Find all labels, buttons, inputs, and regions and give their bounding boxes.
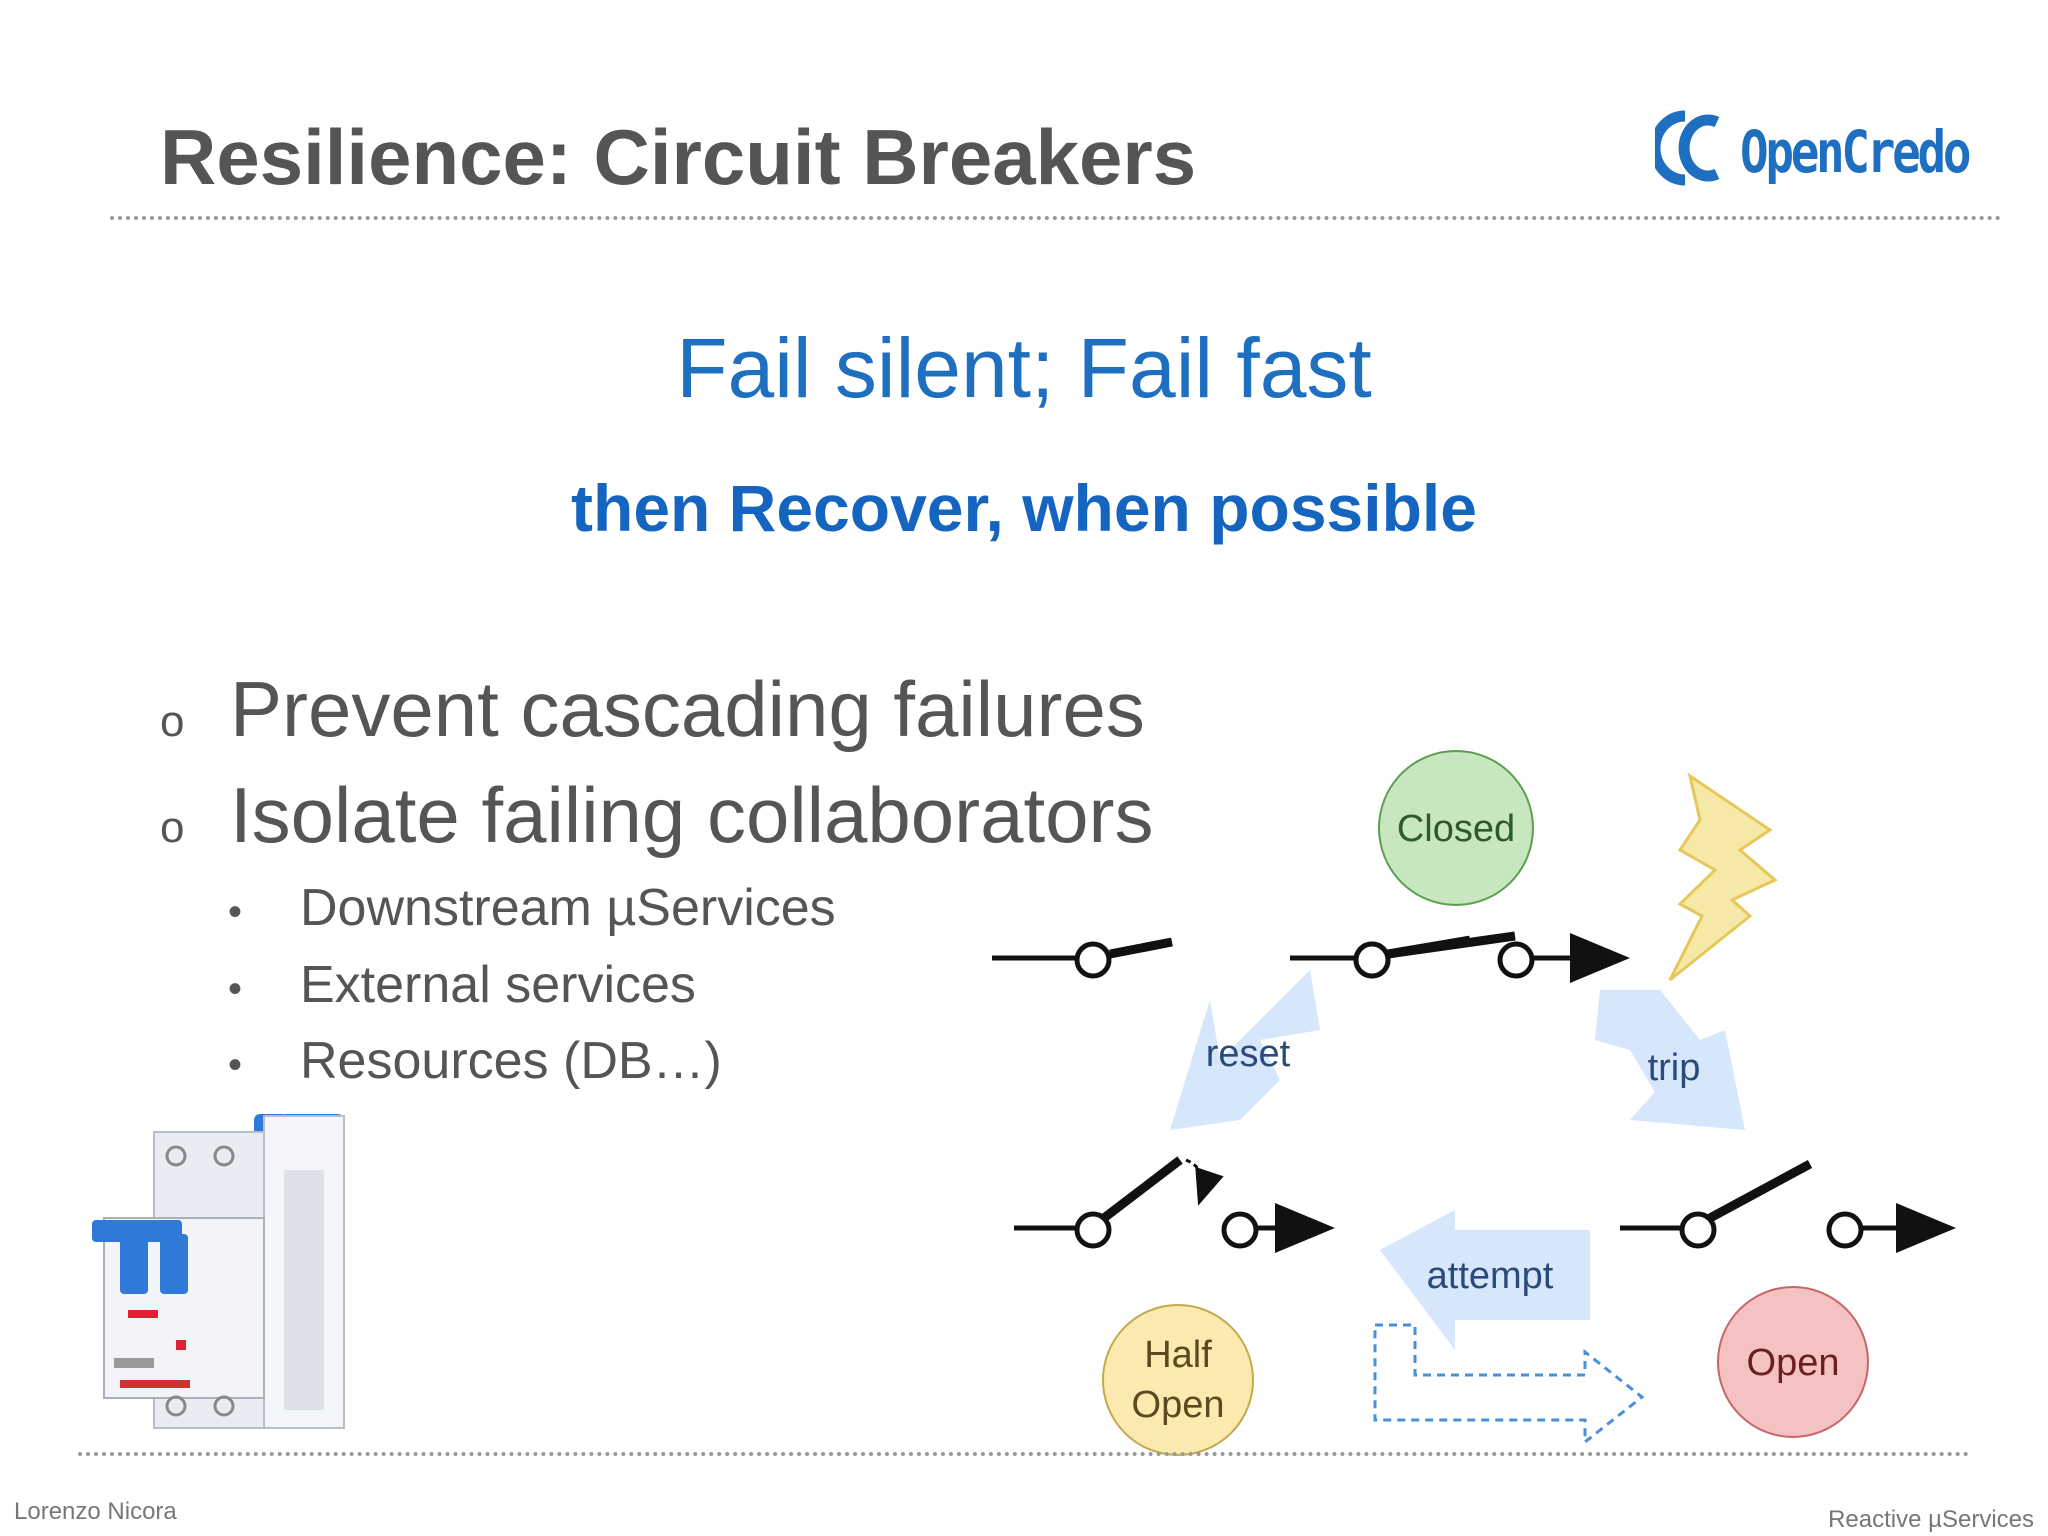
reset-arrow <box>1170 970 1320 1130</box>
open-switch-icon <box>1620 1160 1956 1253</box>
attempt-arrow <box>1380 1210 1590 1350</box>
top-switch-icon <box>1292 931 1630 983</box>
lightning-bolt-icon <box>1668 772 1778 982</box>
subheadline: then Recover, when possible <box>571 471 1477 545</box>
state-diagram: Closed Half Open Open reset trip attempt <box>980 740 1956 1456</box>
reset-label: reset <box>1206 1033 1291 1075</box>
sub-bullet-text: Downstream µServices <box>300 879 836 937</box>
slide-title: Resilience: Circuit Breakers <box>160 113 1197 201</box>
bullet-text: Prevent cascading failures <box>230 665 1145 753</box>
opencredo-logo-icon <box>1655 110 1720 186</box>
sub-bullet-item: • Downstream µServices <box>228 878 836 938</box>
circuit-breaker-image <box>92 1113 345 1429</box>
footer-divider <box>78 1452 1970 1456</box>
state-half-label: Half <box>1144 1334 1212 1376</box>
state-closed: Closed <box>1378 750 1534 906</box>
bullet-marker: • <box>228 890 243 934</box>
sub-bullet-item: • Resources (DB…) <box>228 1031 722 1091</box>
trip-arrow <box>980 740 1320 1012</box>
trip-arrow <box>1595 990 1745 1130</box>
header-divider <box>110 216 2002 220</box>
state-open: Open <box>1717 1286 1869 1438</box>
state-open-label: Open <box>1747 1342 1840 1384</box>
closed-switch-icon <box>992 937 1173 979</box>
headline: Fail silent; Fail fast <box>676 321 1372 415</box>
attempt-return-arrow <box>1373 1323 1645 1446</box>
sub-bullet-text: External services <box>300 956 696 1014</box>
bullet-marker: o <box>160 803 185 852</box>
bullet-marker: o <box>160 697 185 746</box>
trip-label: trip <box>1648 1047 1701 1089</box>
state-open-label-2: Open <box>1132 1384 1225 1426</box>
bullet-text: Isolate failing collaborators <box>230 771 1154 859</box>
footer-topic: Reactive µServices <box>1828 1506 2034 1533</box>
opencredo-logo-text: OpenCredo <box>1740 118 1971 186</box>
attempt-label: attempt <box>1427 1255 1554 1297</box>
state-closed-label: Closed <box>1397 808 1515 850</box>
sub-bullet-item: • External services <box>228 955 696 1015</box>
sub-bullet-text: Resources (DB…) <box>300 1032 722 1090</box>
footer-author: Lorenzo Nicora <box>14 1498 177 1525</box>
half-open-switch-icon <box>1014 1156 1335 1253</box>
bullet-item: o Isolate failing collaborators <box>160 770 1154 861</box>
bullet-marker: • <box>228 1043 243 1087</box>
state-half-open: Half Open <box>1102 1304 1254 1456</box>
bullet-item: o Prevent cascading failures <box>160 664 1145 755</box>
bullet-marker: • <box>228 967 243 1011</box>
